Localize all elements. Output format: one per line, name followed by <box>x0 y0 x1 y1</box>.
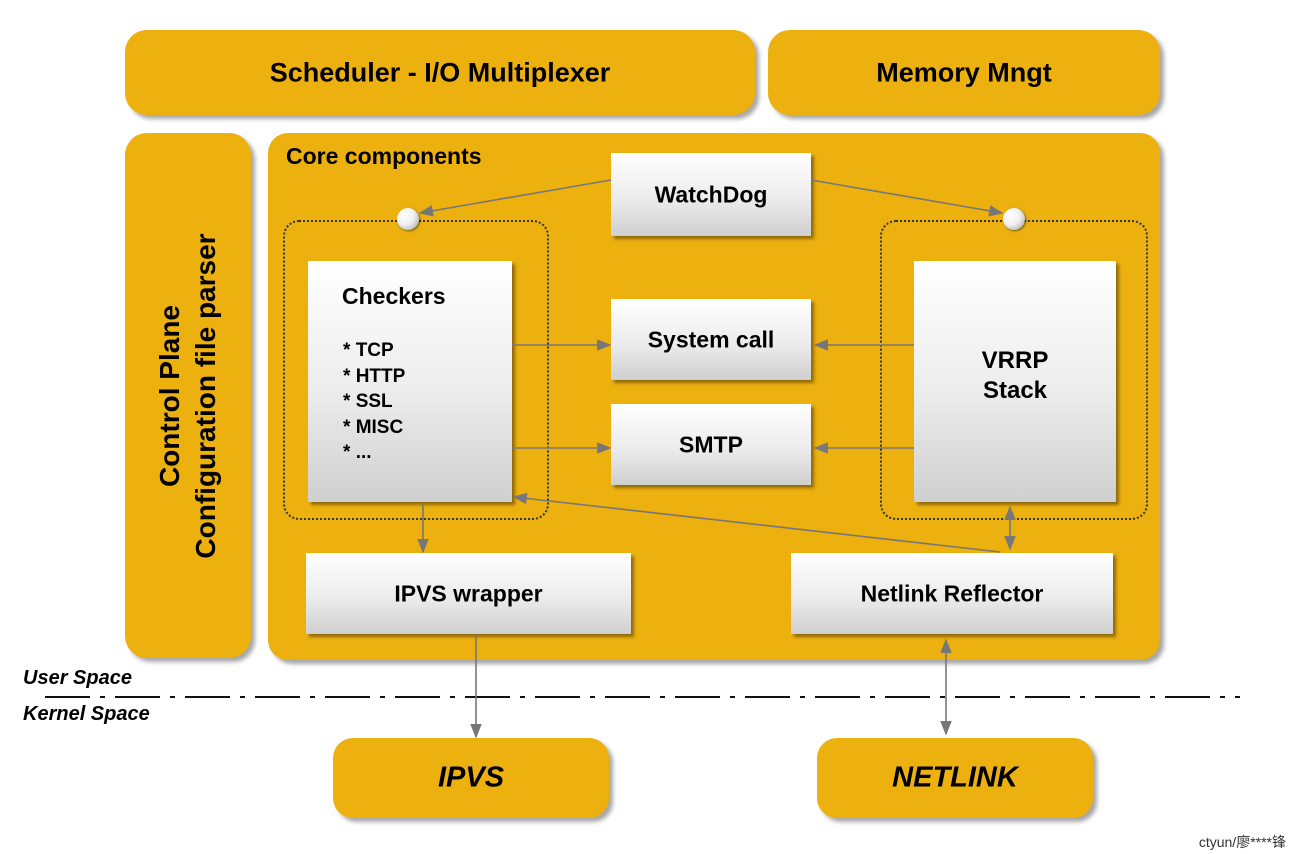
checker-item-http: HTTP <box>343 364 406 390</box>
ipvs-wrapper-label: IPVS wrapper <box>394 580 543 606</box>
watermark-text: ctyun/廖****锋 <box>1198 834 1286 850</box>
vrrp-stack-text: VRRP Stack <box>914 346 1116 406</box>
ipvs-wrapper-box: IPVS wrapper <box>306 553 631 634</box>
smtp-label: SMTP <box>679 431 743 457</box>
netlink-reflector-label: Netlink Reflector <box>860 580 1044 606</box>
netlink-kernel-label: NETLINK <box>892 761 1018 794</box>
checkers-title: Checkers <box>342 283 446 309</box>
ipvs-kernel-label: IPVS <box>437 761 505 794</box>
checker-item-misc: MISC <box>343 415 405 441</box>
watchdog-label: WatchDog <box>654 181 768 207</box>
core-components-title: Core components <box>286 143 482 169</box>
vrrp-stack-box: VRRP Stack <box>914 261 1116 502</box>
checker-item-more: ... <box>343 440 405 466</box>
netlink-reflector-box: Netlink Reflector <box>791 553 1113 634</box>
netlink-kernel-box: NETLINK <box>817 738 1093 818</box>
system-call-label: System call <box>647 326 775 352</box>
netlink-reflector-to-checkers-arrow <box>512 492 1001 553</box>
smtp-box: SMTP <box>611 404 811 485</box>
scheduler-bar: Scheduler - I/O Multiplexer <box>125 30 755 115</box>
vrrp-watchdog-knob <box>1003 208 1025 230</box>
checkers-list: TCP HTTP SSL MISC ... <box>343 338 406 466</box>
watchdog-box: WatchDog <box>611 153 811 236</box>
checker-item-tcp: TCP <box>343 338 405 364</box>
watchdog-to-vrrp-arrow <box>810 179 1004 217</box>
watchdog-to-checkers-arrow <box>418 179 612 217</box>
control-plane-bar <box>125 133 251 658</box>
memory-management-bar: Memory Mngt <box>768 30 1160 115</box>
stack-label: Stack <box>982 377 1048 404</box>
checkers-box: Checkers TCP HTTP SSL MISC ... <box>308 261 512 502</box>
scheduler-label: Scheduler - I/O Multiplexer <box>269 57 611 87</box>
memory-management-label: Memory Mngt <box>876 57 1052 87</box>
kernel-space-label: Kernel Space <box>23 703 150 725</box>
vrrp-label: VRRP <box>981 347 1049 374</box>
ipvs-kernel-box: IPVS <box>333 738 609 818</box>
checkers-watchdog-knob <box>397 208 419 230</box>
user-space-label: User Space <box>23 667 132 689</box>
checker-item-ssl: SSL <box>343 389 405 415</box>
system-call-box: System call <box>611 299 811 380</box>
